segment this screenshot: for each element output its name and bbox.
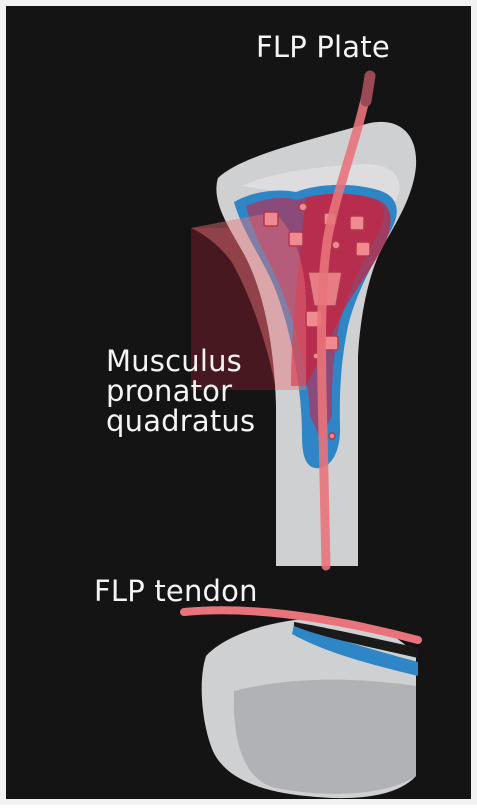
pronator-quadratus-label: Musculus pronator quadratus [106,346,276,436]
flp-tendon-label: FLP tendon [94,574,258,608]
lateral-bone-shadow [234,680,416,794]
muscle-label-line1: Musculus [106,346,276,376]
flp-plate-label: FLP Plate [256,30,390,64]
muscle-label-line3: quadratus [106,406,276,436]
muscle-label-line2: pronator [106,376,276,406]
flp-tendon-line-top [366,76,370,101]
